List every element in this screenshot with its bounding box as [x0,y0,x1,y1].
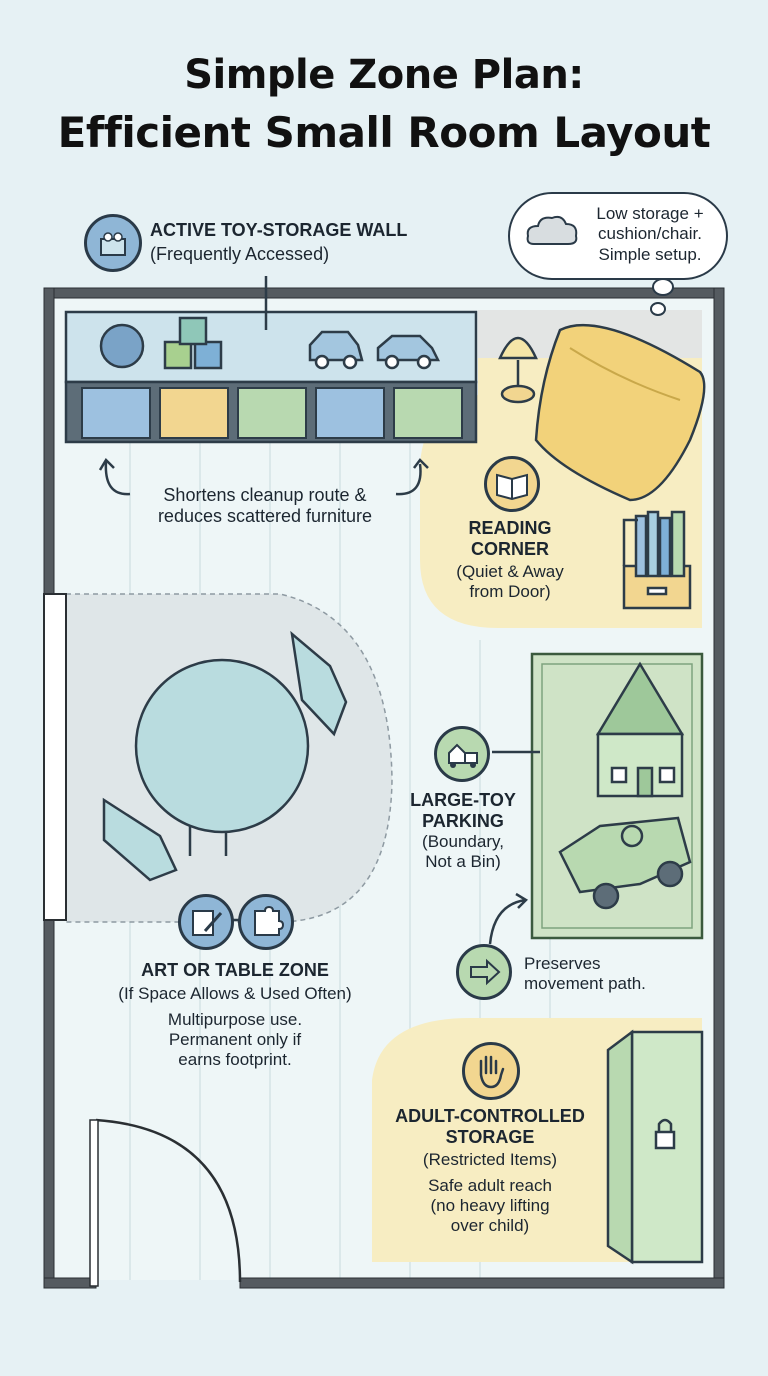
movement-line-2: movement path. [524,974,646,994]
adult-storage-sub: (Restricted Items) [422,1150,558,1169]
cushion [534,323,706,502]
thought-line-2: cushion/chair. [598,224,702,244]
arrow-right-icon [456,944,512,1000]
hand-stop-icon [462,1042,520,1100]
thought-dot-2 [650,302,666,316]
lamp-icon [498,336,538,404]
storage-bins [81,387,463,439]
pencil-paper-icon [178,894,234,950]
reading-heading-line-1: READING [468,518,552,538]
adult-heading-line-2: STORAGE [445,1127,535,1148]
blocks-icon [163,316,223,370]
toy-storage-subheading: (Frequently Accessed) [150,244,330,264]
book-crate [622,510,692,610]
reading-sub-line-2: from Door) [469,582,551,602]
reading-sub-line-1: (Quiet & Away [456,562,564,581]
thought-dot-1 [652,278,674,296]
title-line-1: Simple Zone Plan: [184,52,584,98]
art-zone-subheading: (If Space Allows & Used Often) [118,984,352,1003]
adult-note-line-3: over child) [450,1216,530,1236]
thought-line-1: Low storage + [596,204,704,223]
toy-house-truck-icon [434,726,490,782]
puzzle-icon [238,894,294,950]
adult-note-line-2: (no heavy lifting [430,1196,550,1216]
thought-line-3: Simple setup. [598,244,702,264]
adult-note-line-1: Safe adult reach [428,1176,552,1195]
ball-icon [99,323,145,369]
title-line-2: Efficient Small Room Layout [57,108,711,157]
toy-car-icon [308,330,441,370]
art-note-line-1: Multipurpose use. [167,1010,303,1029]
art-zone-note: Multipurpose use. Permanent only if earn… [120,1010,350,1070]
adult-heading-line-1: ADULT-CONTROLLED [395,1106,585,1126]
reading-heading-line-2: CORNER [470,539,549,560]
large-toy-sub-line-1: (Boundary, [422,832,504,851]
adult-cabinet [606,1029,704,1265]
adult-storage-note: Safe adult reach (no heavy lifting over … [390,1176,590,1236]
cloud-icon [526,215,578,245]
ride-on-car [558,816,692,910]
reading-corner-heading: READING CORNER [440,518,580,560]
toy-storage-note-line-1: Shortens cleanup route & [163,485,367,505]
large-toy-heading-line-1: LARGE-TOY [410,790,516,810]
adult-storage-heading: ADULT-CONTROLLED STORAGE [380,1106,600,1148]
large-toy-sub: (Boundary, Not a Bin) [398,832,528,872]
thought-bubble: Low storage + cushion/chair. Simple setu… [508,192,728,280]
window [43,593,67,921]
large-toy-heading: LARGE-TOY PARKING [398,790,528,832]
reading-corner-sub: (Quiet & Away from Door) [430,562,590,602]
toy-storage-note: Shortens cleanup route & reduces scatter… [110,485,420,527]
toy-storage-note-line-2: reduces scattered furniture [157,506,373,527]
large-toy-heading-line-2: PARKING [422,811,504,832]
toy-house [595,661,685,798]
open-book-icon [484,456,540,512]
storage-bin-icon [84,214,142,272]
movement-line-1: Preserves [524,954,601,973]
art-note-line-3: earns footprint. [178,1050,292,1070]
art-note-line-2: Permanent only if [168,1030,302,1050]
large-toy-sub-line-2: Not a Bin) [425,852,501,872]
table-and-chairs [102,630,348,882]
movement-note: Preserves movement path. [524,954,646,994]
art-zone-heading: ART OR TABLE ZONE [141,960,329,980]
toy-storage-heading: ACTIVE TOY-STORAGE WALL [150,220,408,240]
